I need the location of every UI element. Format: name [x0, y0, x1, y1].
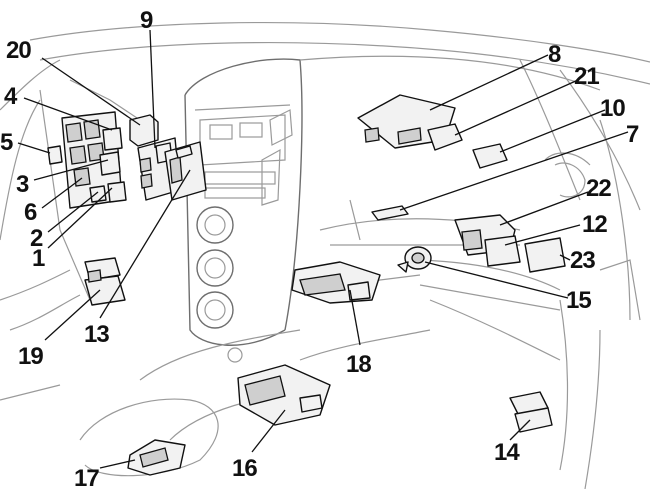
callout-9: 9 — [140, 7, 153, 34]
airbag-module-16 — [237, 364, 331, 426]
relay-19 — [84, 257, 126, 306]
sensor-7 — [371, 205, 409, 221]
callout-19: 19 — [18, 343, 43, 370]
callout-6: 6 — [24, 199, 37, 226]
callout-13: 13 — [84, 321, 109, 348]
callout-labels: 1 2 3 4 5 6 7 8 9 10 12 13 14 15 16 17 1… — [0, 7, 640, 489]
relay-23 — [524, 237, 566, 273]
callout-23: 23 — [570, 247, 595, 274]
callout-1: 1 — [32, 245, 45, 272]
callout-20: 20 — [6, 37, 31, 64]
module-18 — [291, 261, 381, 304]
callout-17: 17 — [74, 465, 99, 489]
junction-block — [47, 111, 127, 209]
callout-10: 10 — [600, 95, 625, 122]
callout-7: 7 — [626, 121, 639, 148]
callout-14: 14 — [494, 439, 520, 466]
callout-12: 12 — [582, 211, 607, 238]
ecu-13 — [164, 141, 207, 201]
relay-14 — [509, 391, 553, 433]
sensor-ring-15 — [397, 246, 432, 273]
relay-21 — [427, 123, 463, 151]
leader-lines — [17, 29, 629, 469]
connector-22-12 — [454, 214, 521, 267]
callout-3: 3 — [16, 171, 29, 198]
callout-16: 16 — [232, 455, 257, 482]
callout-22: 22 — [586, 175, 611, 202]
callout-2: 2 — [30, 225, 43, 252]
callout-21: 21 — [574, 63, 599, 90]
callout-4: 4 — [4, 83, 18, 110]
bracket-17 — [127, 439, 186, 476]
callout-18: 18 — [346, 351, 371, 378]
callout-15: 15 — [566, 287, 591, 314]
relay-10 — [472, 143, 508, 169]
callout-8: 8 — [548, 41, 561, 68]
components — [47, 94, 566, 476]
callout-5: 5 — [0, 129, 13, 156]
